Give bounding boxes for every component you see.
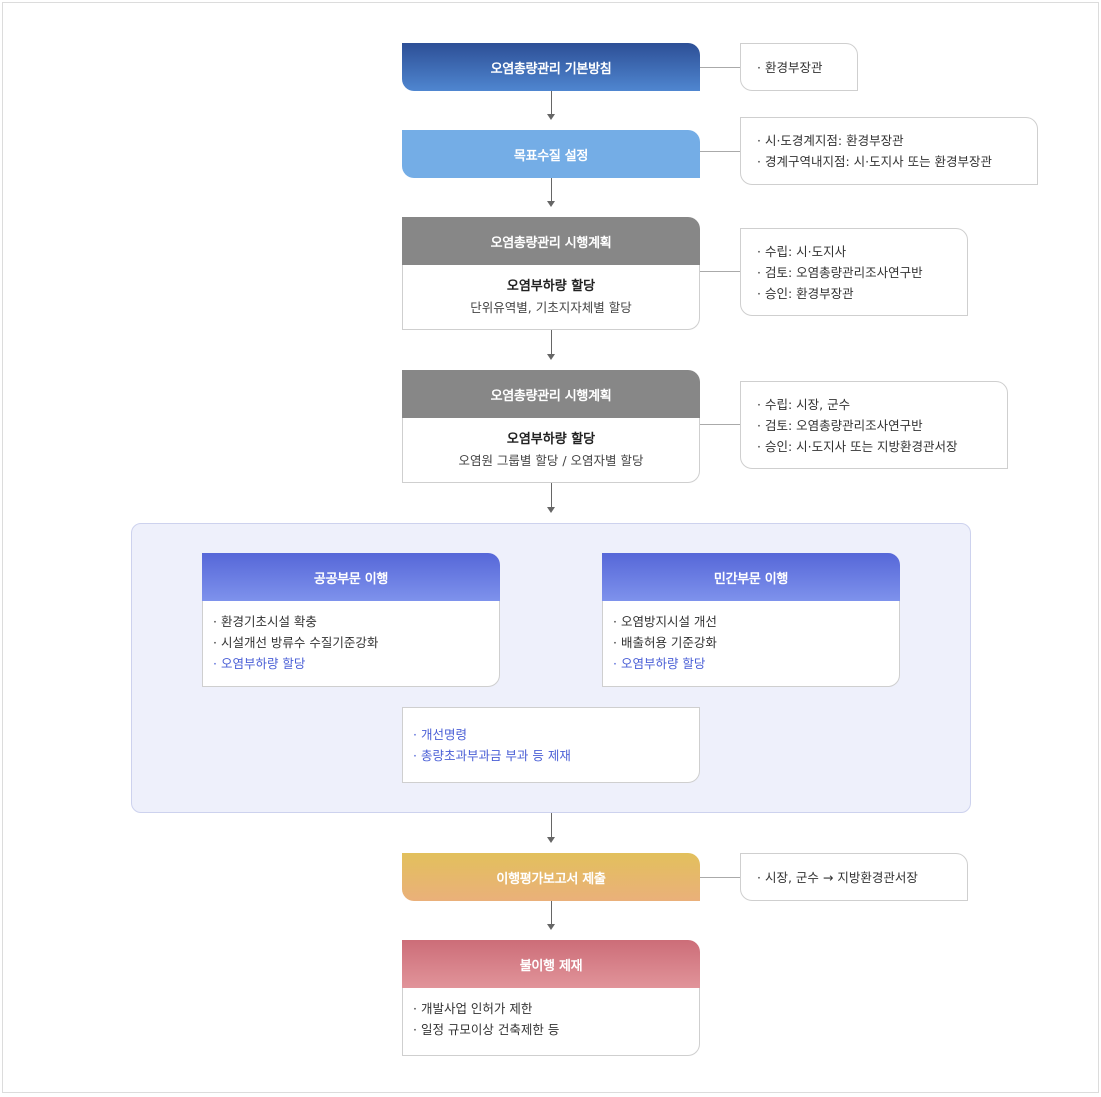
note-line: · 수립: 시·도지사 <box>757 243 847 259</box>
enforcement-box: · 개선명령 · 총량초과부과금 부과 등 제재 <box>402 707 700 783</box>
note-line: · 승인: 시·도지사 또는 지방환경관서장 <box>757 438 958 454</box>
note-line: · 시장, 군수 → 지방환경관서장 <box>757 869 918 885</box>
step-plan1-header-label: 오염총량관리 시행계획 <box>490 235 612 251</box>
step-plan1-subtitle: 단위유역별, 기초지자체별 할당 <box>470 300 632 315</box>
connector-line <box>700 271 740 272</box>
step-plan1-title: 오염부하량 할당 <box>506 279 596 294</box>
private-item: · 배출허용 기준강화 <box>613 635 717 650</box>
note-line: · 검토: 오염총량관리조사연구반 <box>757 264 923 280</box>
note-line: · 시·도경계지점: 환경부장관 <box>757 133 904 148</box>
step-plan1-body: 오염부하량 할당 단위유역별, 기초지자체별 할당 <box>402 265 700 330</box>
flow-arrow <box>547 178 557 207</box>
public-item: · 환경기초시설 확충 <box>213 614 317 629</box>
connector-line <box>700 877 740 878</box>
note-line: · 검토: 오염총량관리조사연구반 <box>757 417 923 433</box>
step-target-quality-label: 목표수질 설정 <box>513 148 589 164</box>
step-target-quality: 목표수질 설정 <box>402 130 700 178</box>
public-item-highlight: · 오염부하량 할당 <box>213 656 306 671</box>
note-plan1: · 수립: 시·도지사 · 검토: 오염총량관리조사연구반 · 승인: 환경부장… <box>740 228 968 316</box>
flow-arrow <box>547 91 557 120</box>
step-noncompliance-header-label: 불이행 제재 <box>519 958 583 974</box>
step-basic-policy: 오염총량관리 기본방침 <box>402 43 700 91</box>
step-report-label: 이행평가보고서 제출 <box>496 871 606 887</box>
step-plan2-header-label: 오염총량관리 시행계획 <box>490 388 612 404</box>
step-plan2-body: 오염부하량 할당 오염원 그룹별 할당 / 오염자별 할당 <box>402 418 700 483</box>
private-item-highlight: · 오염부하량 할당 <box>613 656 706 671</box>
step-plan2-subtitle: 오염원 그룹별 할당 / 오염자별 할당 <box>458 453 644 468</box>
note-line: · 경계구역내지점: 시·도지사 또는 환경부장관 <box>757 154 993 169</box>
connector-line <box>700 67 740 68</box>
public-sector-body: · 환경기초시설 확충 · 시설개선 방류수 수질기준강화 · 오염부하량 할당 <box>202 601 500 687</box>
flow-arrow <box>547 813 557 843</box>
private-sector-header-label: 민간부문 이행 <box>713 571 789 587</box>
connector-line <box>700 151 740 152</box>
flow-arrow <box>547 330 557 360</box>
enforcement-item: · 총량초과부과금 부과 등 제재 <box>413 748 571 763</box>
public-sector-header-label: 공공부문 이행 <box>313 571 389 587</box>
connector-line <box>700 424 740 425</box>
note-line: · 환경부장관 <box>757 59 823 75</box>
noncompliance-item: · 개발사업 인허가 제한 <box>413 1001 533 1016</box>
step-plan2-title: 오염부하량 할당 <box>506 432 596 447</box>
step-plan2-header: 오염총량관리 시행계획 <box>402 370 700 418</box>
note-basic-policy: · 환경부장관 <box>740 43 858 91</box>
note-report: · 시장, 군수 → 지방환경관서장 <box>740 853 968 901</box>
private-sector-body: · 오염방지시설 개선 · 배출허용 기준강화 · 오염부하량 할당 <box>602 601 900 687</box>
step-report: 이행평가보고서 제출 <box>402 853 700 901</box>
enforcement-item: · 개선명령 <box>413 727 467 742</box>
flow-arrow <box>547 901 557 930</box>
flow-arrow <box>547 483 557 513</box>
private-item: · 오염방지시설 개선 <box>613 614 717 629</box>
noncompliance-item: · 일정 규모이상 건축제한 등 <box>413 1022 560 1037</box>
public-sector-header: 공공부문 이행 <box>202 553 500 601</box>
step-plan1-header: 오염총량관리 시행계획 <box>402 217 700 265</box>
step-noncompliance-body: · 개발사업 인허가 제한 · 일정 규모이상 건축제한 등 <box>402 988 700 1056</box>
note-plan2: · 수립: 시장, 군수 · 검토: 오염총량관리조사연구반 · 승인: 시·도… <box>740 381 1008 469</box>
step-noncompliance-header: 불이행 제재 <box>402 940 700 988</box>
step-basic-policy-label: 오염총량관리 기본방침 <box>490 61 612 77</box>
private-sector-header: 민간부문 이행 <box>602 553 900 601</box>
public-item: · 시설개선 방류수 수질기준강화 <box>213 635 379 650</box>
note-target-quality: · 시·도경계지점: 환경부장관 · 경계구역내지점: 시·도지사 또는 환경부… <box>740 117 1038 185</box>
note-line: · 수립: 시장, 군수 <box>757 396 851 412</box>
note-line: · 승인: 환경부장관 <box>757 285 854 301</box>
